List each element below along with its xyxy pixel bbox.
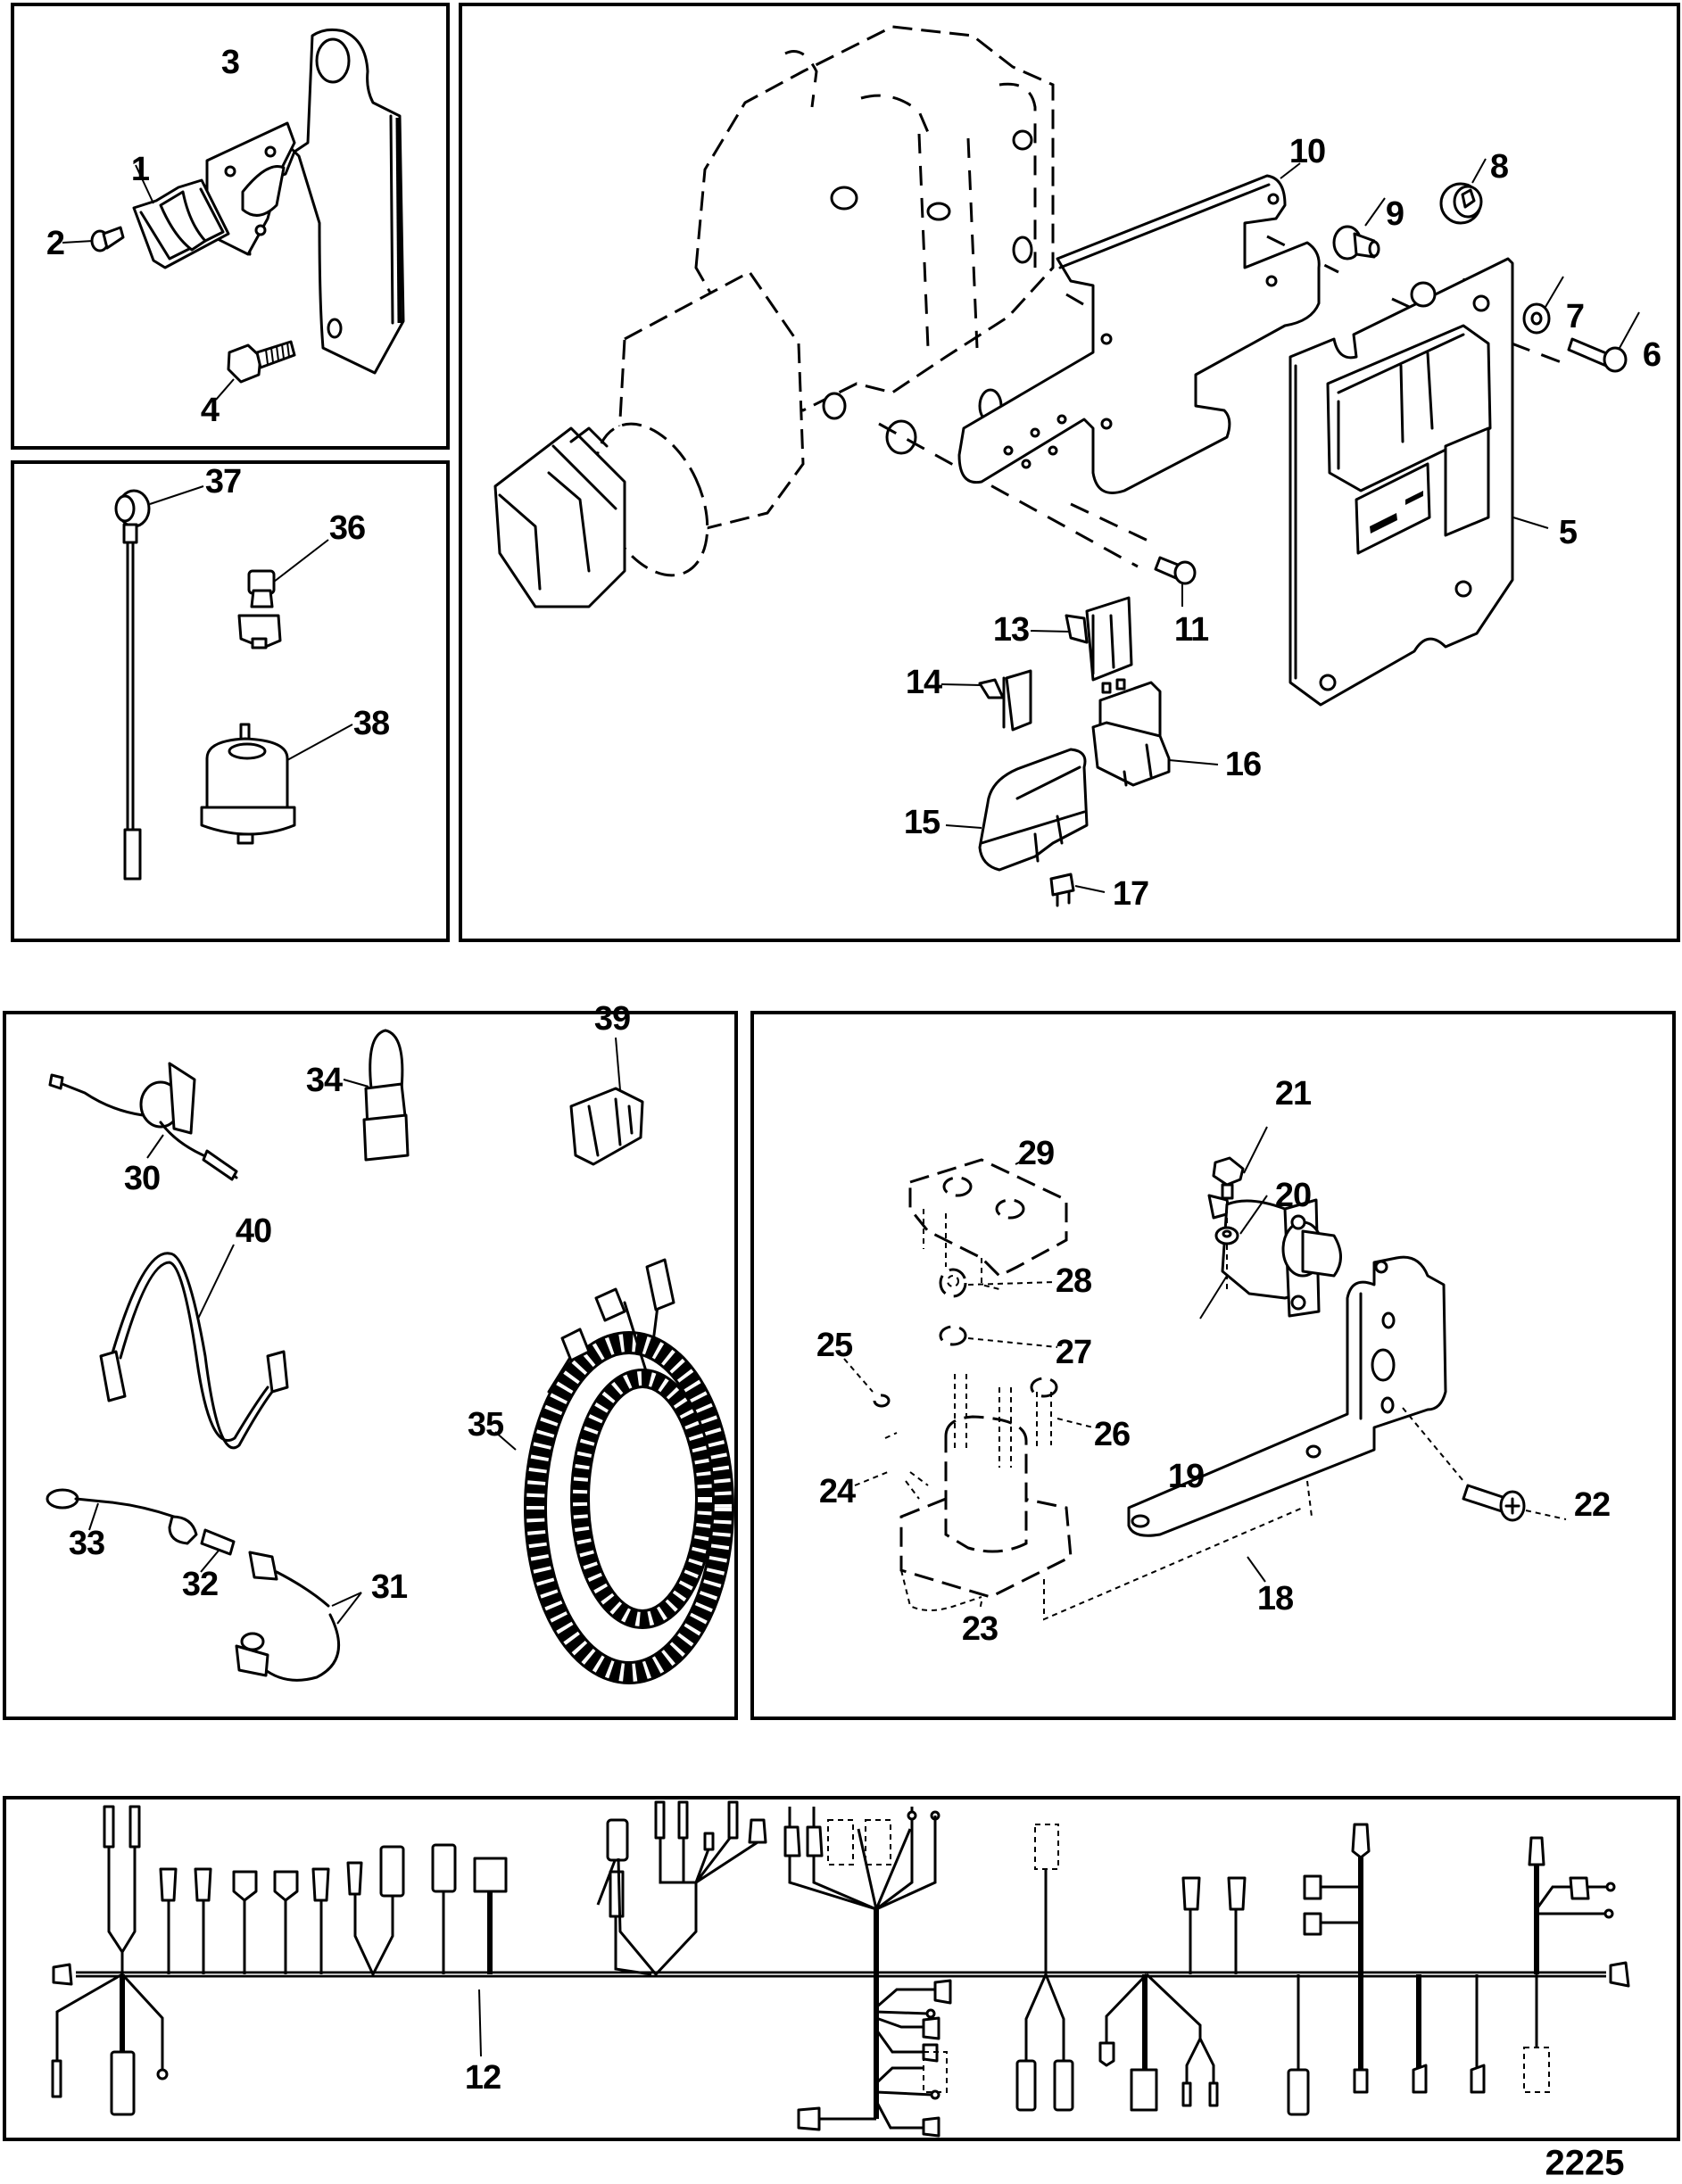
- callout-16: 16: [1224, 746, 1262, 783]
- callout-19: 19: [1167, 1458, 1205, 1495]
- washer-part-24: [884, 1432, 898, 1439]
- pressure-sensor-part-36: [237, 569, 282, 649]
- callout-31: 31: [370, 1568, 408, 1606]
- callout-9: 9: [1385, 195, 1404, 233]
- callout-7: 7: [1565, 298, 1585, 335]
- callout-6: 6: [1642, 336, 1661, 374]
- relay-part-16: [1091, 678, 1171, 787]
- screw-part-26: [1030, 1377, 1058, 1450]
- callout-24: 24: [818, 1473, 856, 1510]
- callout-5: 5: [1558, 514, 1578, 551]
- solenoid-part-23: [899, 1374, 1073, 1611]
- callout-36: 36: [328, 509, 366, 547]
- solenoid-panel: [750, 1011, 1676, 1720]
- callout-33: 33: [68, 1525, 105, 1562]
- fuse-part-32: [200, 1528, 236, 1556]
- callout-4: 4: [200, 392, 220, 429]
- washer-part-7: [1522, 302, 1551, 335]
- callout-15: 15: [903, 804, 940, 841]
- callout-25: 25: [816, 1327, 853, 1364]
- harness-coil-part-35: [524, 1258, 734, 1684]
- screw-part-22: [1462, 1484, 1526, 1522]
- screw-part-11: [1154, 556, 1197, 585]
- callout-10: 10: [1288, 133, 1326, 170]
- transmission-housing: [694, 25, 1055, 455]
- callout-32: 32: [181, 1566, 219, 1603]
- callout-2: 2: [46, 225, 65, 262]
- callout-12: 12: [464, 2059, 501, 2097]
- nut-part-28: [939, 1268, 967, 1298]
- callout-38: 38: [352, 705, 390, 742]
- grommet-part-9: [1332, 225, 1380, 261]
- callout-17: 17: [1112, 875, 1149, 913]
- bracket-part-3: [205, 28, 405, 375]
- ecm-part-5: [1288, 257, 1514, 707]
- mounting-bracket-part-10: [957, 174, 1321, 494]
- lockwasher-part-27: [939, 1325, 967, 1346]
- harness-panel: [3, 1796, 1680, 2141]
- callout-34: 34: [305, 1062, 343, 1099]
- terminal-boot-part-29: [908, 1158, 1068, 1290]
- callout-37: 37: [204, 463, 242, 500]
- ground-wire-part-33: [46, 1488, 198, 1545]
- callout-40: 40: [235, 1212, 272, 1250]
- callout-18: 18: [1256, 1580, 1294, 1617]
- clamp-part-1: [132, 178, 230, 269]
- fuse-holder-part-13: [1065, 596, 1133, 682]
- callout-11: 11: [1173, 611, 1209, 649]
- callout-22: 22: [1573, 1486, 1611, 1524]
- nut-part-25: [873, 1394, 891, 1408]
- grommet-part-8: [1439, 182, 1483, 225]
- callout-13: 13: [992, 611, 1030, 649]
- screw-part-21: [1212, 1156, 1245, 1200]
- mounting-bracket-part-18: [1127, 1255, 1447, 1537]
- figure-number: 2225: [1545, 2143, 1625, 2183]
- fuse-part-17: [1049, 873, 1075, 907]
- callout-21: 21: [1274, 1075, 1312, 1113]
- screw-part-2: [90, 226, 125, 252]
- connector-part-39: [569, 1087, 644, 1166]
- sensor-wire-part-31: [235, 1551, 341, 1682]
- callout-23: 23: [961, 1610, 998, 1648]
- terminal-part-14: [978, 669, 1032, 732]
- callout-27: 27: [1055, 1334, 1092, 1371]
- knock-sensor-part-37: [114, 489, 151, 881]
- callout-30: 30: [123, 1160, 161, 1197]
- callout-20: 20: [1274, 1177, 1312, 1214]
- lockwasher-part-20: [1214, 1226, 1239, 1245]
- jumper-loop-part-34: [362, 1029, 410, 1162]
- bolt-part-4: [227, 340, 296, 384]
- drive-coupler: [493, 270, 805, 608]
- callout-28: 28: [1055, 1262, 1092, 1300]
- callout-35: 35: [467, 1406, 504, 1444]
- callout-1: 1: [130, 151, 150, 188]
- callout-26: 26: [1093, 1416, 1131, 1453]
- callout-14: 14: [905, 664, 942, 701]
- solenoid-part-19: [1207, 1194, 1342, 1318]
- sensor-panel: [11, 460, 450, 942]
- oil-pressure-sender-part-38: [200, 723, 296, 845]
- callout-8: 8: [1489, 148, 1509, 186]
- callout-29: 29: [1017, 1135, 1055, 1172]
- screw-part-6: [1567, 337, 1628, 373]
- callout-3: 3: [220, 44, 240, 81]
- callout-39: 39: [593, 1000, 631, 1038]
- wiring-harness-part-12: [51, 1800, 1630, 2138]
- fuse-cover-part-15: [978, 748, 1089, 872]
- jumper-wire-part-40: [99, 1252, 289, 1450]
- temperature-sensor-part-30: [48, 1062, 238, 1181]
